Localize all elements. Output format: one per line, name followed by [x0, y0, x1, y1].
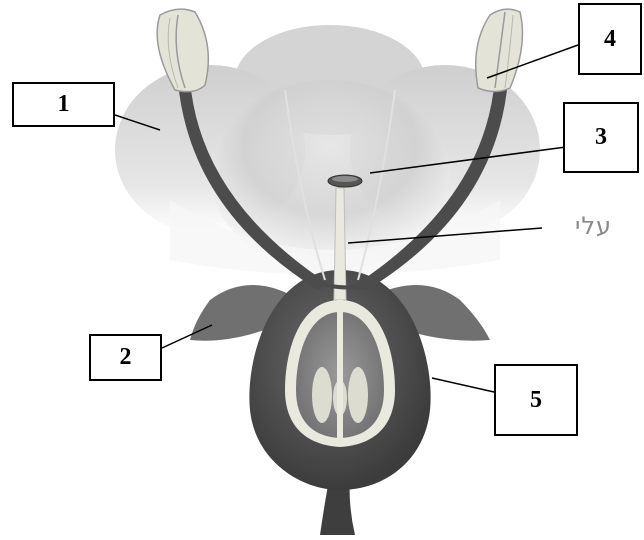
label-box-1: 1: [12, 82, 115, 127]
label-box-3: 3: [563, 102, 639, 173]
label-3-text: 3: [595, 124, 607, 151]
style: [334, 188, 346, 300]
anther-right: [476, 9, 523, 91]
label-4-text: 4: [604, 26, 616, 53]
label-box-4: 4: [578, 3, 642, 75]
hebrew-annotation: עלי: [542, 212, 612, 240]
ovule-left: [312, 367, 332, 423]
label-2-text: 2: [120, 344, 132, 371]
label-box-5: 5: [494, 364, 578, 436]
label-5-text: 5: [530, 387, 542, 414]
label-box-2: 2: [89, 334, 162, 381]
leader-5: [432, 378, 494, 392]
ovule-right: [348, 367, 368, 423]
label-1-text: 1: [58, 91, 70, 118]
